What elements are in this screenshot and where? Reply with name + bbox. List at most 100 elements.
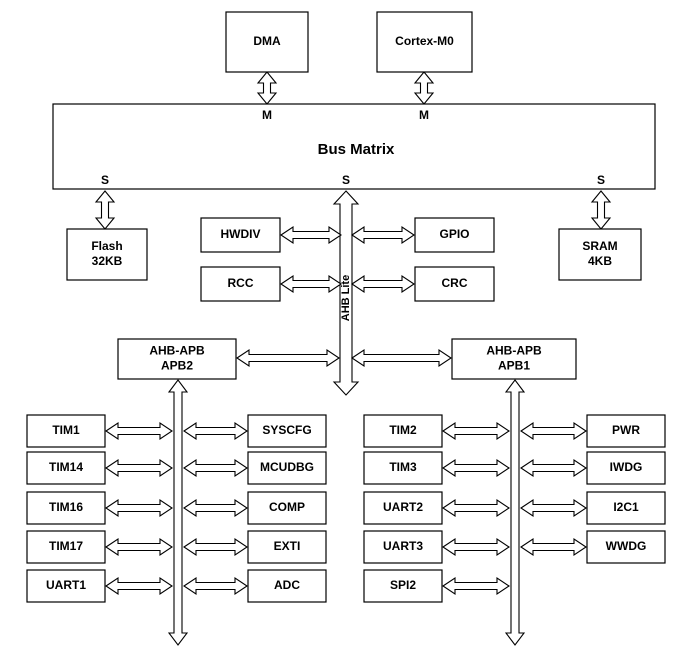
ahb-crc-box bbox=[414, 266, 495, 302]
ahb-rcc-box bbox=[200, 266, 281, 302]
apb1-tim2-box-label: TIM2 bbox=[389, 423, 417, 437]
dma-box bbox=[225, 11, 309, 73]
apb2-tim14-box bbox=[26, 451, 106, 485]
apb2-uart1-arrow bbox=[105, 576, 173, 596]
ahb-hwdiv-arrow bbox=[280, 225, 342, 245]
boxes-layer bbox=[26, 11, 666, 603]
flash-box bbox=[66, 228, 148, 281]
apb1-uart2-box-label: UART2 bbox=[383, 500, 423, 514]
apb1-wwdg-box-label: WWDG bbox=[606, 539, 647, 553]
ahb-gpio-box bbox=[414, 217, 495, 253]
apb2-comp-box-label: COMP bbox=[269, 500, 305, 514]
sram-box bbox=[558, 228, 642, 281]
apb1-pwr-box bbox=[586, 414, 666, 448]
apb2-tim16-box bbox=[26, 491, 106, 525]
apb2-tim17-box-label: TIM17 bbox=[49, 539, 83, 553]
apb2-comp-arrow bbox=[183, 498, 248, 518]
apb2-tim14-box-label: TIM14 bbox=[49, 460, 83, 474]
apb2-comp-box bbox=[247, 491, 327, 525]
apb2-tim1-arrow bbox=[105, 421, 173, 441]
apb2-tim16-arrow bbox=[105, 498, 173, 518]
apb2-mcudbg-box bbox=[247, 451, 327, 485]
bridge-apb1-arrow bbox=[351, 348, 452, 368]
apb2-uart1-box bbox=[26, 569, 106, 603]
ahb-rcc-box-label: RCC bbox=[228, 276, 254, 290]
cortex-m0-box bbox=[376, 11, 473, 73]
apb2-exti-box bbox=[247, 530, 327, 564]
sram-box-label-1: SRAM bbox=[582, 239, 617, 253]
bus-matrix-master-port-dma: M bbox=[262, 108, 272, 122]
cortex-m0-box-label: Cortex-M0 bbox=[395, 34, 454, 48]
apb1-iwdg-arrow bbox=[520, 458, 587, 478]
apb1-spi2-box bbox=[363, 569, 443, 603]
bus-matrix-slave-port-flash: S bbox=[101, 173, 109, 187]
bus-matrix-slave-port-sram: S bbox=[597, 173, 605, 187]
flash-box-label-1: Flash bbox=[91, 239, 122, 253]
apb1-iwdg-box-label: IWDG bbox=[610, 460, 643, 474]
apb2-mcudbg-arrow bbox=[183, 458, 248, 478]
bridge-apb2-box-label-2: APB2 bbox=[161, 359, 193, 373]
apb2-adc-box-label: ADC bbox=[274, 578, 300, 592]
bridge-apb2-box-label-1: AHB-APB bbox=[149, 344, 205, 358]
apb2-exti-arrow bbox=[183, 537, 248, 557]
flash-arrow bbox=[94, 190, 116, 230]
apb1-i2c1-box bbox=[586, 491, 666, 525]
apb1-tim2-arrow bbox=[442, 421, 510, 441]
bridge-apb1-box-label-1: AHB-APB bbox=[486, 344, 542, 358]
apb1-wwdg-arrow bbox=[520, 537, 587, 557]
ahb-crc-box-label: CRC bbox=[442, 276, 468, 290]
apb2-syscfg-box bbox=[247, 414, 327, 448]
apb2-tim1-box-label: TIM1 bbox=[52, 423, 80, 437]
apb2-adc-box bbox=[247, 569, 327, 603]
dma-box-label: DMA bbox=[253, 34, 281, 48]
flash-box-label-2: 32KB bbox=[92, 254, 123, 268]
apb1-wwdg-box bbox=[586, 530, 666, 564]
apb1-tim2-box bbox=[363, 414, 443, 448]
apb2-syscfg-arrow bbox=[183, 421, 248, 441]
sram-arrow bbox=[590, 190, 612, 230]
bus-matrix-slave-port-ahb: S bbox=[342, 173, 350, 187]
apb2-adc-arrow bbox=[183, 576, 248, 596]
ahb-lite-label: AHB Lite bbox=[340, 275, 352, 321]
ahb-lite-bus-arrow bbox=[332, 190, 360, 396]
apb1-uart2-arrow bbox=[442, 498, 510, 518]
dma-to-bus-arrow bbox=[256, 71, 278, 105]
ahb-hwdiv-box bbox=[200, 217, 281, 253]
apb2-bus-arrow bbox=[167, 379, 189, 646]
ahb-gpio-arrow bbox=[351, 225, 415, 245]
apb1-pwr-box-label: PWR bbox=[612, 423, 640, 437]
ahb-crc-arrow bbox=[351, 274, 415, 294]
bridge-apb2-box bbox=[117, 338, 237, 380]
apb2-tim14-arrow bbox=[105, 458, 173, 478]
bridge-apb2-arrow bbox=[236, 348, 340, 368]
arrows-layer bbox=[94, 71, 612, 646]
apb1-uart3-box bbox=[363, 530, 443, 564]
ahb-rcc-arrow bbox=[280, 274, 342, 294]
apb2-tim17-box bbox=[26, 530, 106, 564]
apb1-uart3-box-label: UART3 bbox=[383, 539, 423, 553]
bus-matrix-box bbox=[52, 103, 656, 190]
apb2-tim1-box bbox=[26, 414, 106, 448]
apb1-tim3-arrow bbox=[442, 458, 510, 478]
ahb-gpio-box-label: GPIO bbox=[439, 227, 469, 241]
apb2-tim16-box-label: TIM16 bbox=[49, 500, 83, 514]
apb1-i2c1-box-label: I2C1 bbox=[613, 500, 639, 514]
apb1-spi2-box-label: SPI2 bbox=[390, 578, 416, 592]
sram-box-label-2: 4KB bbox=[588, 254, 612, 268]
apb1-bus-arrow bbox=[504, 379, 526, 646]
cortex-to-bus-arrow bbox=[413, 71, 435, 105]
bus-matrix-title: Bus Matrix bbox=[318, 141, 395, 158]
ahb-hwdiv-box-label: HWDIV bbox=[221, 227, 261, 241]
apb1-tim3-box-label: TIM3 bbox=[389, 460, 417, 474]
bridge-apb1-box bbox=[451, 338, 577, 380]
apb1-uart2-box bbox=[363, 491, 443, 525]
apb1-pwr-arrow bbox=[520, 421, 587, 441]
apb2-syscfg-box-label: SYSCFG bbox=[262, 423, 311, 437]
apb1-uart3-arrow bbox=[442, 537, 510, 557]
apb2-uart1-box-label: UART1 bbox=[46, 578, 86, 592]
apb2-exti-box-label: EXTI bbox=[274, 539, 301, 553]
apb2-mcudbg-box-label: MCUDBG bbox=[260, 460, 314, 474]
apb1-iwdg-box bbox=[586, 451, 666, 485]
